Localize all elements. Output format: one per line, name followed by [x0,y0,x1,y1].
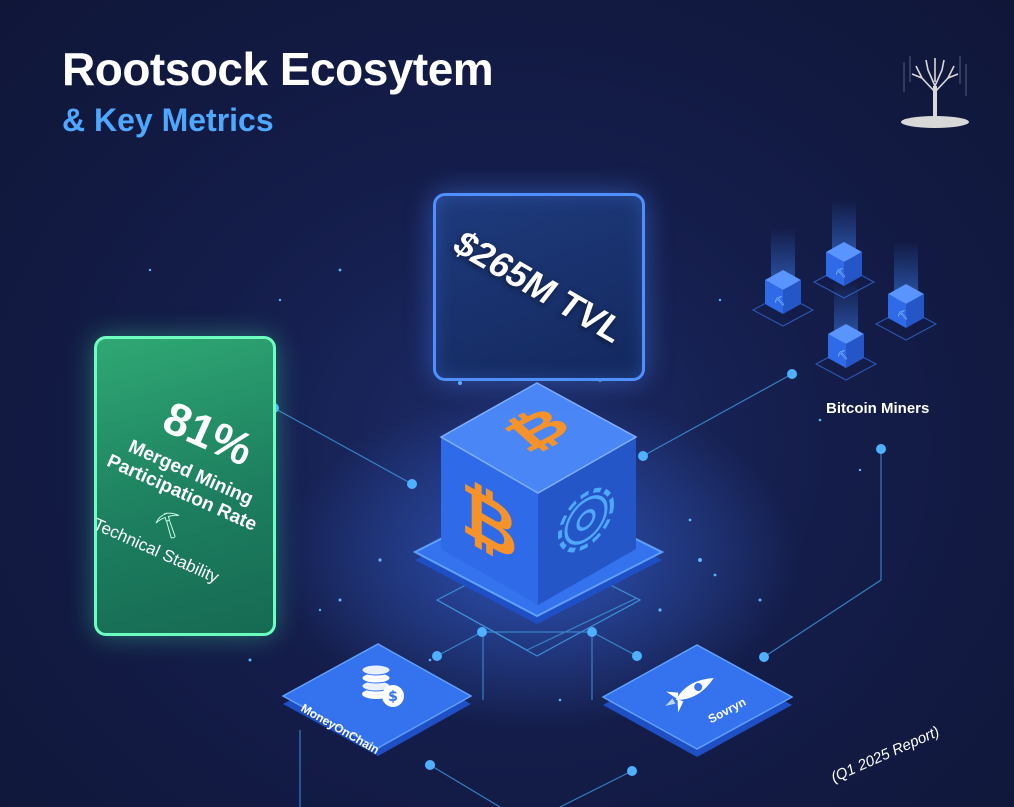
connector-dots [269,369,886,776]
page-subtitle: & Key Metrics [62,102,274,138]
logo-tree-icon [901,56,969,128]
miner-cubes: ⛏ ⛏ ⛏ ⛏ [751,200,938,381]
page-title: Rootsock Ecosytem [62,43,494,95]
miner-cube: ⛏ [874,242,938,341]
rocket-icon [665,678,714,713]
miner-cube: ⛏ [751,228,815,327]
coins-icon: $ [361,664,404,707]
miner-cube: ⛏ [814,282,878,381]
bitcoin-miners-label: Bitcoin Miners [826,400,930,417]
pickaxe-icon: ⛏ [897,310,908,321]
svg-text:$: $ [388,689,398,705]
tvl-value: $265M TVL [445,223,634,350]
merged-mining-card: 81% Merged Mining Participation Rate ⛏ T… [91,336,276,636]
tvl-sign: $265M TVL [433,193,645,381]
pickaxe-icon: ⛏ [835,268,846,279]
sovryn-tile [601,644,794,757]
pickaxe-icon: ⛏ [774,296,785,307]
pickaxe-icon: ⛏ [837,350,848,361]
gear-icon [558,487,614,553]
central-cube [439,382,638,605]
miner-cube: ⛏ [812,200,876,299]
